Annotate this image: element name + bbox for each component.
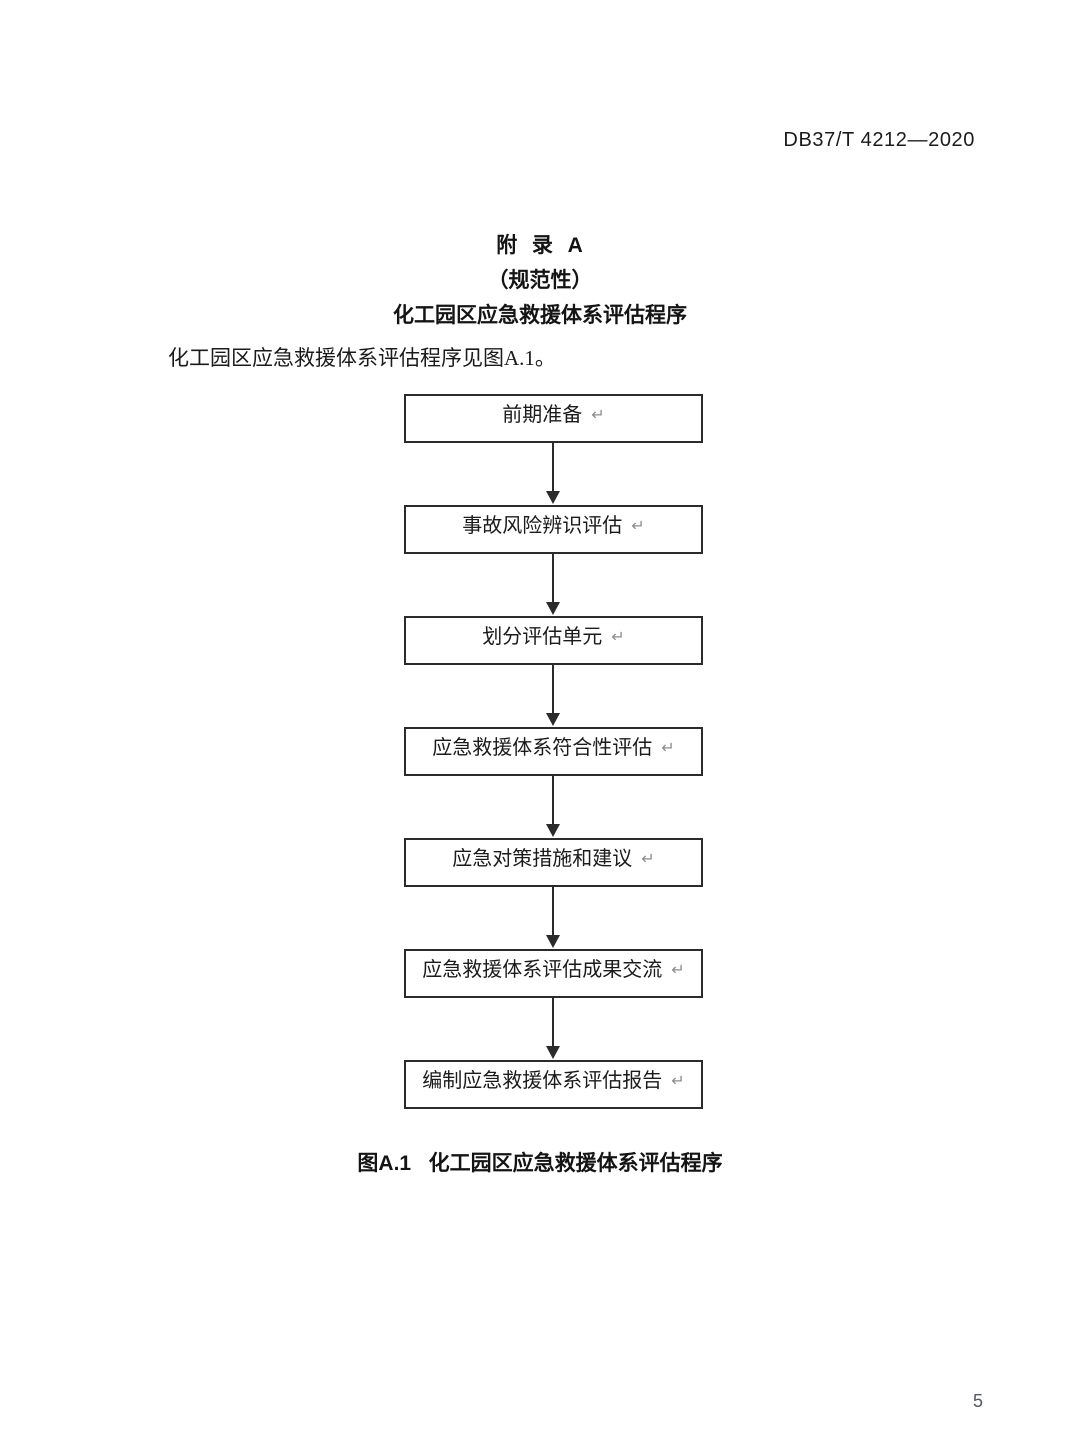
paragraph-return-icon: ↵: [641, 851, 655, 868]
appendix-kind: （规范性）: [487, 269, 593, 292]
figure-caption: 图A.1 化工园区应急救援体系评估程序: [357, 1152, 723, 1175]
flow-step-1: 前期准备↵: [404, 394, 703, 443]
flow-connector-arrow-4: [404, 776, 703, 838]
flow-box-label: 编制应急救援体系评估报告↵: [422, 1070, 685, 1092]
evaluation-procedure-flowchart: 前期准备↵ 事故风险辨识评估↵ 划分评估单元↵ 应急救援体系符合性评估↵ 应急对…: [404, 394, 703, 1109]
flow-connector-arrow-3: [404, 665, 703, 727]
flow-box-results-communication: 应急救援体系评估成果交流↵: [404, 949, 703, 998]
flow-step-7: 编制应急救援体系评估报告↵: [404, 1060, 703, 1109]
flow-box-divide-evaluation-units: 划分评估单元↵: [404, 616, 703, 665]
flow-box-compile-evaluation-report: 编制应急救援体系评估报告↵: [404, 1060, 703, 1109]
flow-box-label: 前期准备↵: [502, 404, 605, 426]
flow-box-label: 事故风险辨识评估↵: [462, 515, 645, 537]
flow-box-label: 划分评估单元↵: [482, 626, 625, 648]
connector-stem: [552, 776, 554, 826]
arrow-head-down-icon: [546, 491, 560, 504]
flow-box-accident-risk-identification: 事故风险辨识评估↵: [404, 505, 703, 554]
paragraph-return-icon: ↵: [631, 518, 645, 535]
appendix-name: 化工园区应急救援体系评估程序: [393, 304, 687, 327]
flow-box-emergency-countermeasures: 应急对策措施和建议↵: [404, 838, 703, 887]
flow-step-6: 应急救援体系评估成果交流↵: [404, 949, 703, 998]
flow-box-preliminary-preparation: 前期准备↵: [404, 394, 703, 443]
arrow-head-down-icon: [546, 824, 560, 837]
flow-step-3: 划分评估单元↵: [404, 616, 703, 665]
connector-stem: [552, 887, 554, 937]
connector-stem: [552, 443, 554, 493]
flow-step-4: 应急救援体系符合性评估↵: [404, 727, 703, 776]
flow-step-5: 应急对策措施和建议↵: [404, 838, 703, 887]
page-number: 5: [972, 1391, 983, 1411]
running-header-standard-code: DB37/T 4212—2020: [783, 129, 975, 151]
arrow-head-down-icon: [546, 935, 560, 948]
flow-box-label: 应急对策措施和建议↵: [452, 848, 655, 870]
connector-stem: [552, 554, 554, 604]
flow-connector-arrow-2: [404, 554, 703, 616]
arrow-head-down-icon: [546, 1046, 560, 1059]
flow-box-compliance-evaluation: 应急救援体系符合性评估↵: [404, 727, 703, 776]
paragraph-return-icon: ↵: [611, 629, 625, 646]
paragraph-return-icon: ↵: [591, 407, 605, 424]
flow-box-label: 应急救援体系评估成果交流↵: [422, 959, 685, 981]
flow-box-label: 应急救援体系符合性评估↵: [432, 737, 675, 759]
paragraph-return-icon: ↵: [671, 962, 685, 979]
intro-paragraph: 化工园区应急救援体系评估程序见图A.1。: [168, 346, 556, 370]
appendix-label: 附 录 A: [496, 234, 584, 257]
connector-stem: [552, 665, 554, 715]
flow-step-2: 事故风险辨识评估↵: [404, 505, 703, 554]
paragraph-return-icon: ↵: [661, 740, 675, 757]
arrow-head-down-icon: [546, 602, 560, 615]
flow-connector-arrow-1: [404, 443, 703, 505]
arrow-head-down-icon: [546, 713, 560, 726]
flow-connector-arrow-5: [404, 887, 703, 949]
connector-stem: [552, 998, 554, 1048]
appendix-title-block: 附 录 A （规范性） 化工园区应急救援体系评估程序: [0, 230, 1080, 333]
paragraph-return-icon: ↵: [671, 1073, 685, 1090]
flow-connector-arrow-6: [404, 998, 703, 1060]
